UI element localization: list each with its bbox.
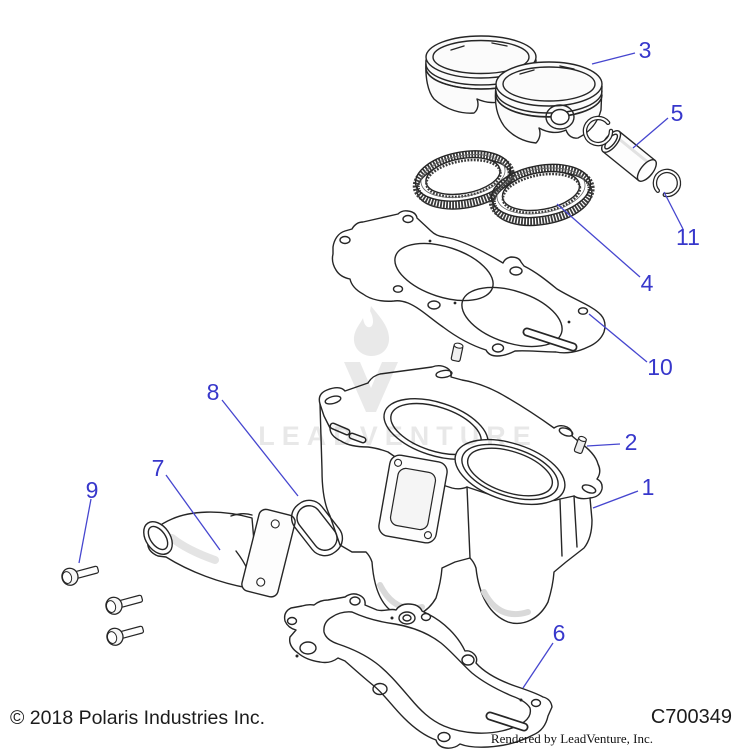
callout-9[interactable]: 9 [78,477,99,564]
cylinder-block [318,365,603,624]
svg-text:11: 11 [676,224,700,250]
svg-text:4: 4 [641,270,654,296]
o-ring-gasket [290,499,344,557]
callouts: 1 2 3 4 5 6 7 8 [78,37,700,689]
flame-logo [353,306,390,356]
callout-3[interactable]: 3 [591,37,652,65]
head-gasket [331,210,606,362]
callout-10[interactable]: 10 [588,313,673,380]
bolt-1 [61,565,100,586]
watermark-text: LEADVENTURE [258,421,538,451]
svg-text:2: 2 [625,429,638,455]
callout-5[interactable]: 5 [632,100,684,149]
gasket-dowel [450,342,464,362]
svg-text:8: 8 [207,379,220,405]
wrist-pin [601,130,657,182]
water-outlet-pipe [143,508,296,598]
callout-1[interactable]: 1 [592,474,655,509]
bolt-3 [106,625,145,646]
callout-11[interactable]: 11 [663,191,700,250]
svg-text:9: 9 [86,477,99,503]
piston-pair [425,35,603,144]
bolt-2 [105,594,144,615]
svg-text:6: 6 [553,620,566,646]
callout-7[interactable]: 7 [152,455,221,551]
diagram-code: C700349 [650,706,732,728]
callout-8[interactable]: 8 [207,379,299,497]
circlip-lower [652,168,682,198]
callout-6[interactable]: 6 [522,620,566,689]
leadventure-watermark: LEADVENTURE [258,306,538,451]
dowel-pin [573,435,587,454]
v-logo [344,362,398,412]
callout-4[interactable]: 4 [556,203,654,296]
svg-text:3: 3 [639,37,652,63]
svg-text:7: 7 [152,455,165,481]
circlip-upper [582,115,614,147]
svg-text:5: 5 [671,100,684,126]
svg-text:10: 10 [647,354,673,380]
cylinder-port-flange [378,454,448,544]
callout-2[interactable]: 2 [586,429,638,455]
rendered-by-credit: Rendered by LeadVenture, Inc. [490,731,653,746]
copyright-notice: © 2018 Polaris Industries Inc. [10,707,265,729]
svg-text:1: 1 [642,474,655,500]
piston-ring-set-left [412,150,515,210]
base-gasket [283,593,553,749]
